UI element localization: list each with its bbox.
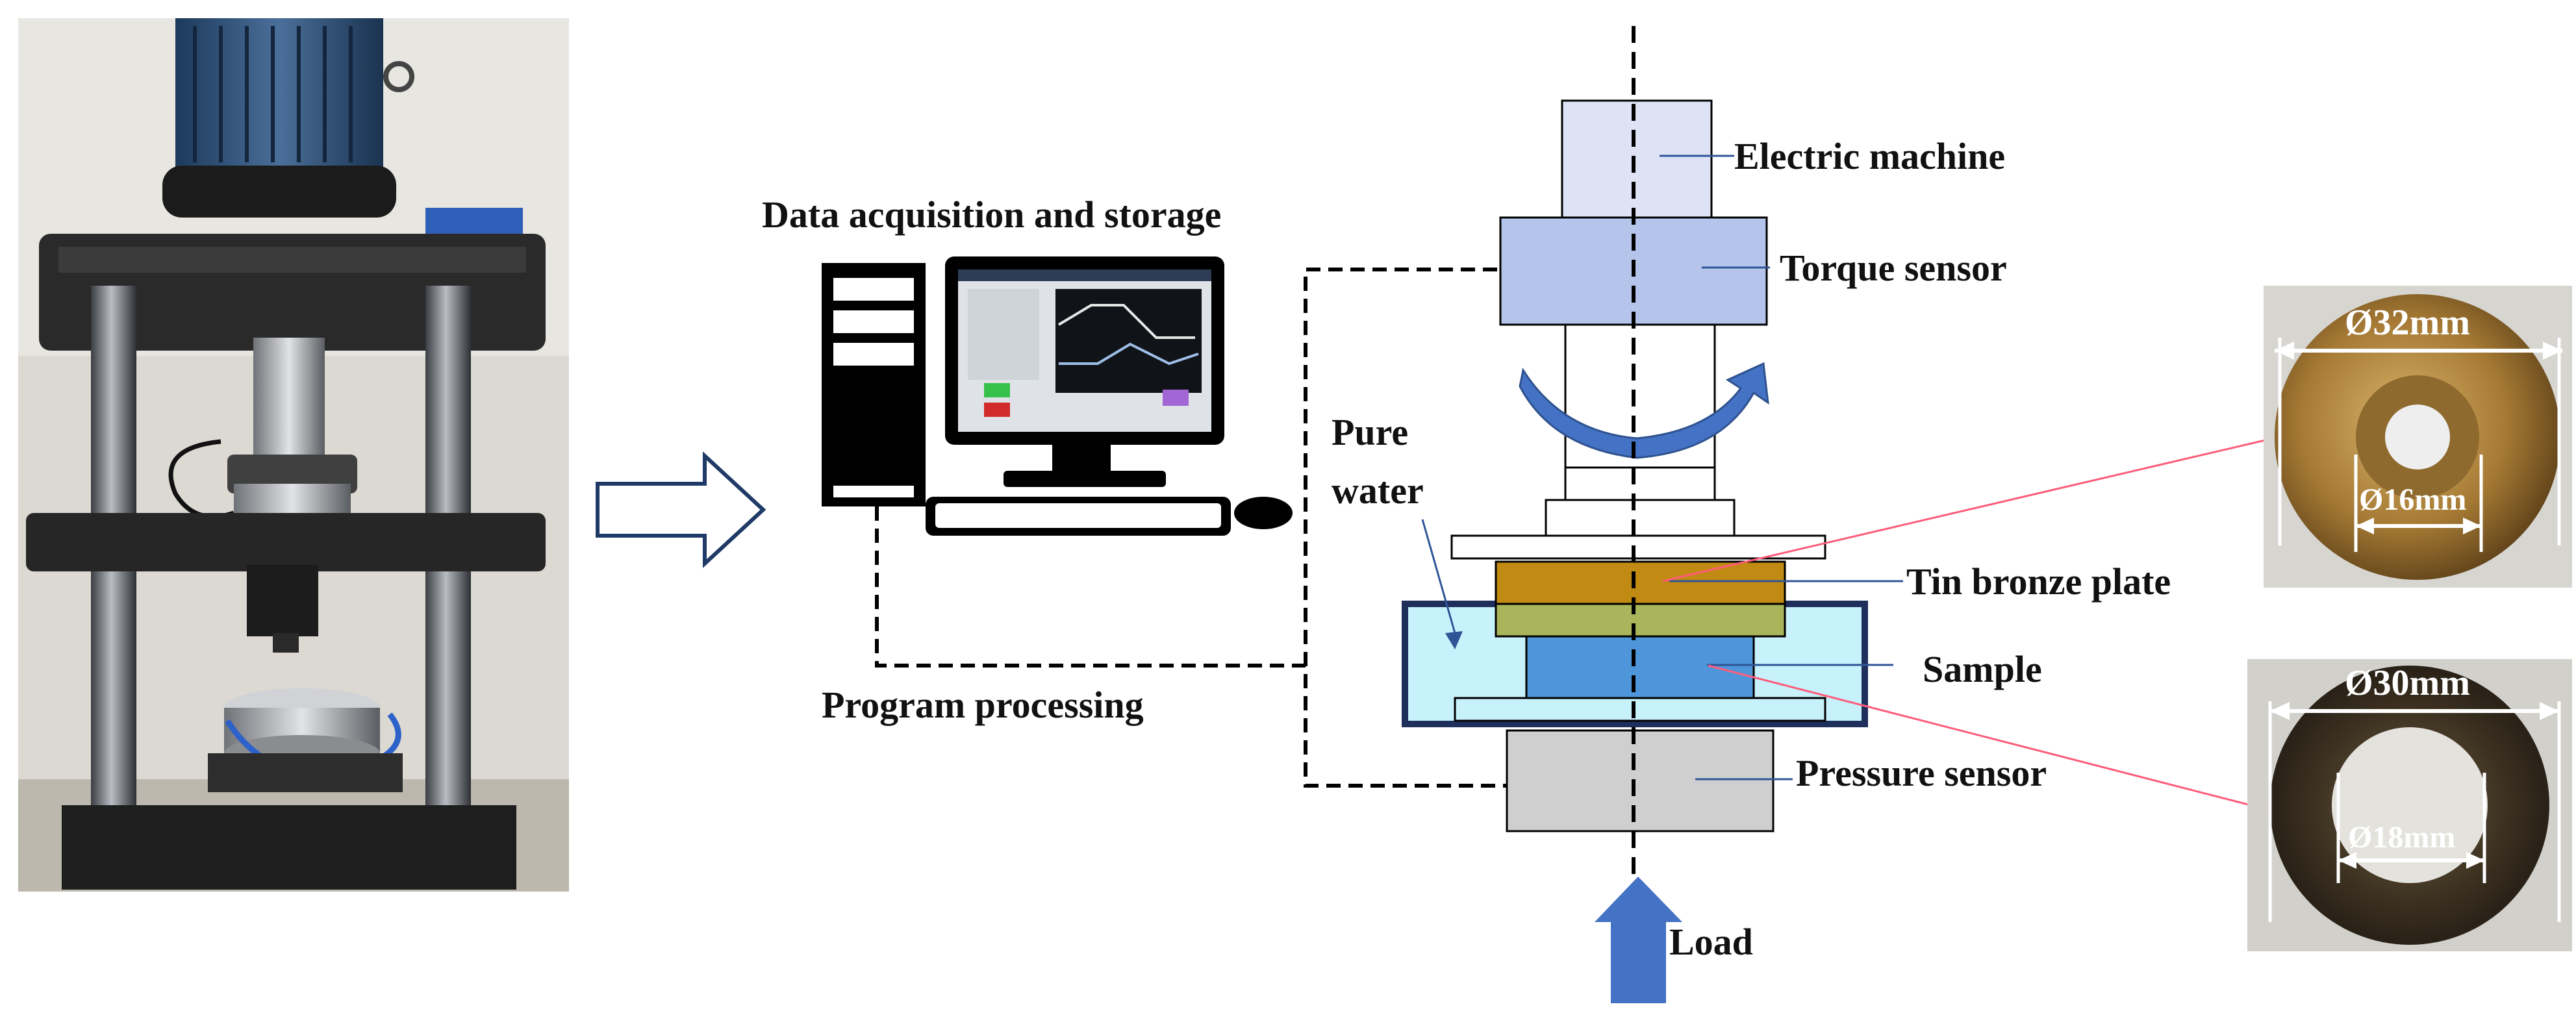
plate-outer-diameter: Ø32mm xyxy=(2345,303,2470,343)
data-acquisition-label: Data acquisition and storage xyxy=(762,194,1221,236)
pressure-sensor-label: Pressure sensor xyxy=(1796,752,2047,794)
sample-ring-photo xyxy=(2247,659,2572,951)
pure-water-label-line2: water xyxy=(1332,469,1424,512)
leader-lines xyxy=(1421,155,1903,780)
shaft xyxy=(1564,323,1716,501)
electric-machine-label: Electric machine xyxy=(1734,135,2005,177)
signal-lines xyxy=(875,268,1507,788)
plate-inner-diameter: Ø16mm xyxy=(2359,482,2466,517)
up-arrow-icon xyxy=(1595,877,1682,1003)
outline-right-arrow-icon xyxy=(596,451,766,568)
tin-bronze-plate-photo xyxy=(2264,286,2572,588)
electric-machine-block xyxy=(1561,99,1713,219)
torque-sensor-label: Torque sensor xyxy=(1780,247,2007,289)
pure-water-label-line1: Pure xyxy=(1332,411,1408,453)
sample-label: Sample xyxy=(1923,648,2042,690)
tin-bronze-plate-label: Tin bronze plate xyxy=(1906,560,2171,603)
sample-top-layer xyxy=(1495,603,1786,638)
sample-block xyxy=(1525,635,1755,699)
test-rig-photo xyxy=(18,18,569,892)
sample-outer-diameter: Ø30mm xyxy=(2345,663,2470,703)
load-label: Load xyxy=(1669,921,1753,963)
tin-bronze-plate-block xyxy=(1495,560,1786,605)
program-processing-label: Program processing xyxy=(822,684,1144,726)
desktop-computer-icon xyxy=(822,256,1293,536)
water-pointer-arrowhead xyxy=(1445,631,1463,649)
pressure-sensor-block xyxy=(1506,729,1774,832)
red-leader-lines xyxy=(1662,437,2274,806)
sample-inner-diameter: Ø18mm xyxy=(2348,820,2455,855)
rotation-arrow-icon xyxy=(1519,362,1769,459)
